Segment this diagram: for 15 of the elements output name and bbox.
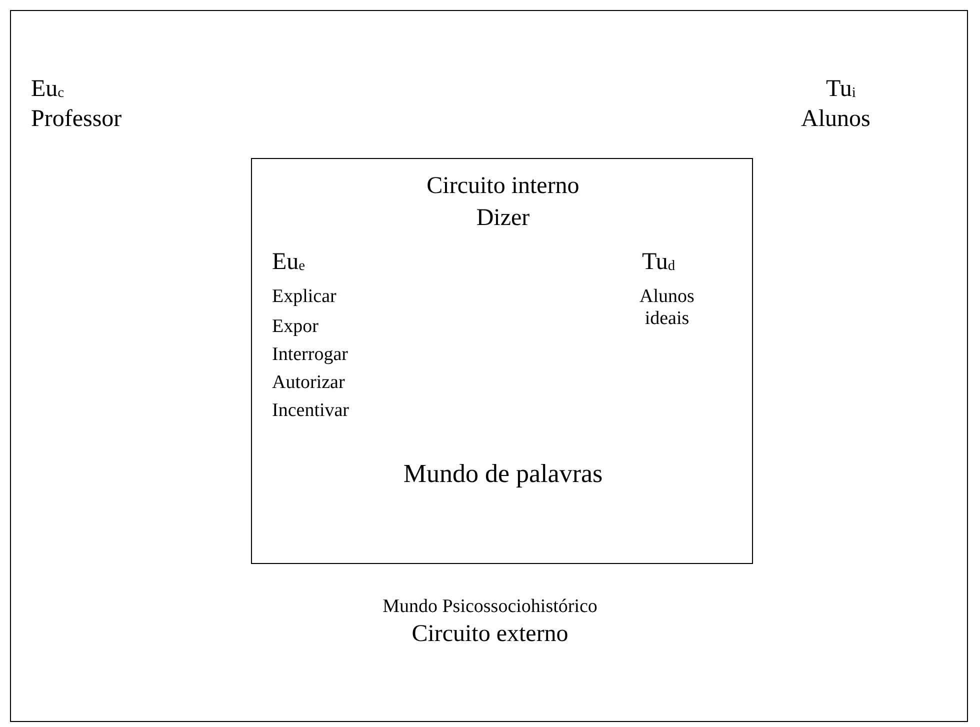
role-label: Alunos (801, 106, 870, 134)
circuit-label: Circuito interno (426, 173, 580, 201)
action-label: Interrogar (272, 344, 348, 366)
context-label: Mundo Psicossociohistórico (382, 596, 598, 618)
role-label: Alunos ideais (638, 286, 696, 330)
world-label: Mundo de palavras (402, 459, 604, 489)
role-label: Professor (31, 106, 122, 134)
action-label: Dizer (475, 205, 531, 233)
action-label: Autorizar (272, 372, 345, 394)
action-label: Incentivar (272, 400, 350, 422)
outer-frame (10, 10, 968, 722)
action-label: Expor (272, 316, 318, 338)
action-label: Explicar (272, 286, 336, 308)
inner-frame (251, 158, 753, 564)
circuit-label: Circuito externo (410, 621, 570, 649)
